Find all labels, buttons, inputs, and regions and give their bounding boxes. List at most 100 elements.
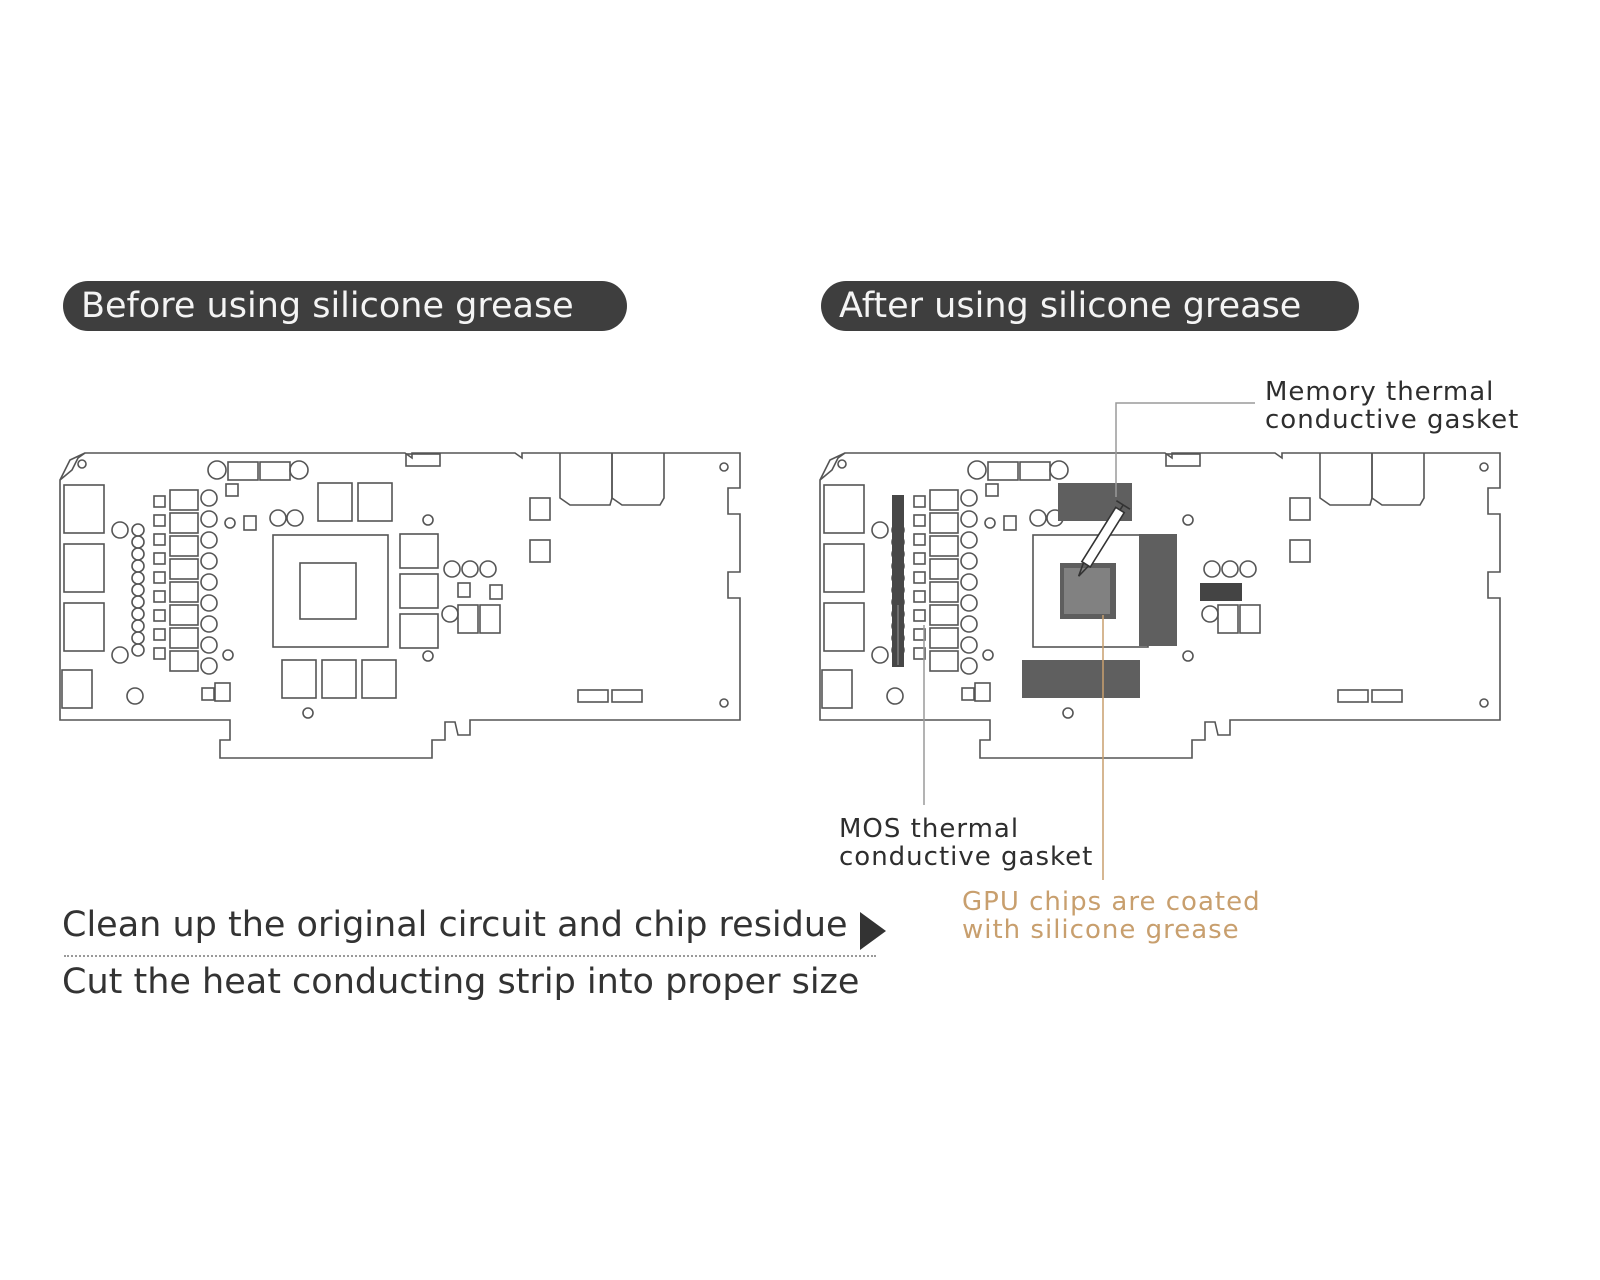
board-outline: [819, 452, 1501, 759]
resistor: [1289, 539, 1311, 563]
via: [222, 649, 234, 661]
memory-chip: [281, 659, 317, 699]
led-pad: [577, 689, 609, 703]
capacitor: [126, 687, 144, 705]
led-pad: [1371, 689, 1403, 703]
resistor: [529, 497, 551, 521]
mount-hole: [1479, 462, 1489, 472]
resistor: [913, 533, 926, 546]
header-connector: [405, 453, 441, 467]
capacitor: [200, 489, 218, 507]
via: [984, 517, 996, 529]
circuit-board-after: [819, 452, 1501, 759]
display-port: [611, 453, 665, 506]
io-connector: [61, 669, 93, 709]
capacitor: [871, 646, 889, 664]
resistor: [913, 609, 926, 622]
resistor: [243, 515, 257, 531]
header-connector: [1165, 453, 1201, 467]
mos-callout-line2: conductive gasket: [839, 842, 1094, 872]
board-outline: [59, 452, 741, 759]
resistor: [153, 533, 166, 546]
resistor: [974, 682, 991, 702]
mosfet: [929, 535, 959, 557]
resistor: [153, 514, 166, 527]
capacitor: [960, 489, 978, 507]
gpu-die: [299, 562, 357, 620]
capacitor: [200, 510, 218, 528]
via: [1062, 707, 1074, 719]
capacitor: [960, 531, 978, 549]
resistor: [201, 687, 215, 701]
io-connector: [63, 543, 105, 593]
capacitor: [200, 636, 218, 654]
mosfet: [929, 627, 959, 649]
via: [224, 517, 236, 529]
resistor: [153, 628, 166, 641]
board-corner-bevel: [59, 452, 86, 481]
capacitor: [1203, 560, 1221, 578]
capacitor: [207, 460, 227, 480]
capacitor: [1049, 460, 1069, 480]
via: [422, 514, 434, 526]
io-connector: [823, 543, 865, 593]
mount-hole: [719, 462, 729, 472]
io-connector: [821, 669, 853, 709]
mos-gasket-callout: MOS thermal conductive gasket: [839, 815, 1093, 871]
mount-hole: [837, 459, 847, 469]
resistor: [913, 571, 926, 584]
syringe-plunger: [1077, 499, 1131, 577]
resistor: [913, 647, 926, 660]
capacitor: [289, 460, 309, 480]
inductor: [479, 604, 501, 634]
capacitor: [1029, 509, 1047, 527]
memory-chip: [321, 659, 357, 699]
via: [982, 649, 994, 661]
mount-hole: [719, 698, 729, 708]
capacitor: [111, 646, 129, 664]
resistor: [1003, 515, 1017, 531]
resistor: [153, 552, 166, 565]
mosfet: [169, 604, 199, 626]
memory-chip: [317, 482, 353, 522]
inductor: [1239, 604, 1261, 634]
capacitor: [200, 573, 218, 591]
capacitor: [960, 615, 978, 633]
resistor: [153, 647, 166, 660]
memory-callout-line1: Memory thermal: [1265, 377, 1495, 407]
memory-chip: [357, 482, 393, 522]
memory-gasket-callout: Memory thermal conductive gasket: [1265, 378, 1519, 434]
mosfet: [169, 581, 199, 603]
circuit-board-before: [59, 452, 741, 759]
gpu-grease-callout: GPU chips are coated with silicone greas…: [962, 888, 1261, 944]
mosfet: [169, 489, 199, 511]
step-divider: [64, 955, 876, 957]
gpu-callout-line2: with silicone grease: [962, 915, 1240, 945]
mount-hole: [77, 459, 87, 469]
resistor: [489, 584, 503, 600]
resistor: [913, 495, 926, 508]
mosfet: [929, 512, 959, 534]
capacitor: [960, 573, 978, 591]
resistor: [961, 687, 975, 701]
led-pad: [1337, 689, 1369, 703]
step-cut-text: Cut the heat conducting strip into prope…: [62, 962, 860, 1002]
mosfet: [929, 558, 959, 580]
via: [302, 707, 314, 719]
resistor: [457, 582, 471, 598]
mosfet: [169, 558, 199, 580]
capacitor: [960, 510, 978, 528]
board-corner-bevel: [819, 452, 846, 481]
memory-chip: [399, 613, 439, 649]
resistor: [529, 539, 551, 563]
resistor: [214, 682, 231, 702]
mos-callout-line1: MOS thermal: [839, 814, 1020, 844]
mosfet: [929, 489, 959, 511]
capacitor: [960, 657, 978, 675]
capacitor: [1239, 560, 1257, 578]
resistor: [225, 483, 239, 497]
led-pad: [611, 689, 643, 703]
capacitor: [479, 560, 497, 578]
io-connector: [63, 602, 105, 652]
resistor: [153, 590, 166, 603]
